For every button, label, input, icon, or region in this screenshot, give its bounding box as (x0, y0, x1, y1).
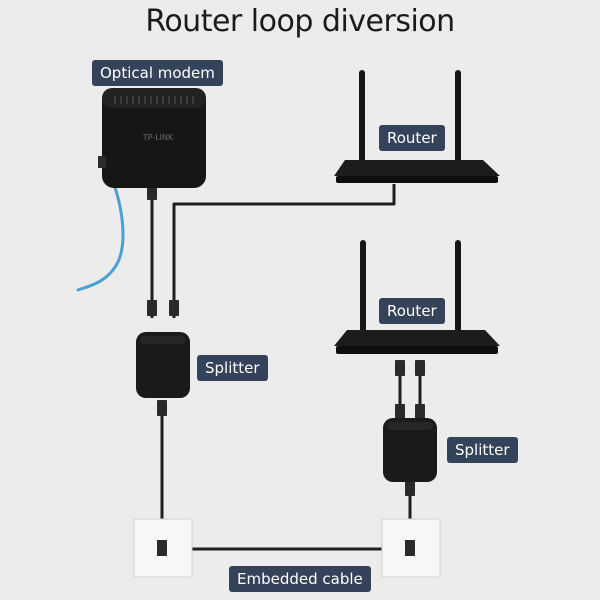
connector-plug (405, 480, 415, 496)
connector-plug (415, 404, 425, 420)
router-bottom-device (334, 240, 500, 354)
connector-plug (147, 186, 157, 200)
connector-plug (395, 404, 405, 420)
connector-plug (169, 300, 179, 316)
wall-plate-left (133, 518, 193, 578)
connector-plug (147, 300, 157, 316)
wall-plate-right (381, 518, 441, 578)
diagram-title: Router loop diversion (145, 4, 455, 39)
connector-plug (157, 400, 167, 416)
fiber-cable (76, 168, 125, 292)
label-router-top: Router (379, 125, 445, 151)
cable-router-top-to-splitter (172, 184, 396, 318)
router-top-device (334, 70, 500, 183)
label-embedded-cable: Embedded cable (229, 566, 371, 592)
label-splitter-right: Splitter (447, 437, 518, 463)
modem-brand: TP-LINK (142, 133, 174, 142)
label-splitter-left: Splitter (197, 355, 268, 381)
connector-plug (395, 360, 405, 376)
splitter-left-device (136, 332, 190, 398)
label-router-bottom: Router (379, 298, 445, 324)
label-optical-modem: Optical modem (92, 60, 223, 86)
splitter-right-device (383, 418, 437, 482)
connector-plug (415, 360, 425, 376)
optical-modem-device: TP-LINK (98, 88, 206, 188)
